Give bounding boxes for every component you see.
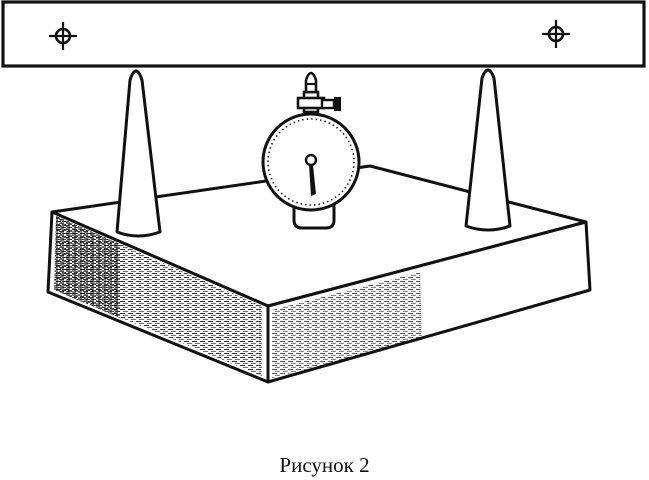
- base-block: [46, 164, 592, 384]
- dial-clamp-knob: [334, 97, 341, 111]
- dial-stem-collar: [296, 96, 326, 110]
- dial-needle-hub: [304, 153, 318, 167]
- dial-clamp-screw: [320, 98, 336, 110]
- base-block-left-shading-dark: [54, 216, 120, 318]
- crosshair-circle-icon: [49, 22, 77, 50]
- left-support-cone: [115, 69, 162, 238]
- crosshair-circle-icon: [542, 20, 570, 48]
- figure-caption: Рисунок 2: [279, 453, 370, 477]
- dial-probe-tip: [304, 71, 318, 94]
- dial-indicator: [261, 71, 361, 230]
- dial-tick-ring: [267, 118, 355, 206]
- right-support-cone: [464, 68, 512, 232]
- dial-needle: [309, 165, 316, 196]
- straight-edge-beam: [1, 0, 646, 68]
- base-block-right-shading: [272, 272, 422, 378]
